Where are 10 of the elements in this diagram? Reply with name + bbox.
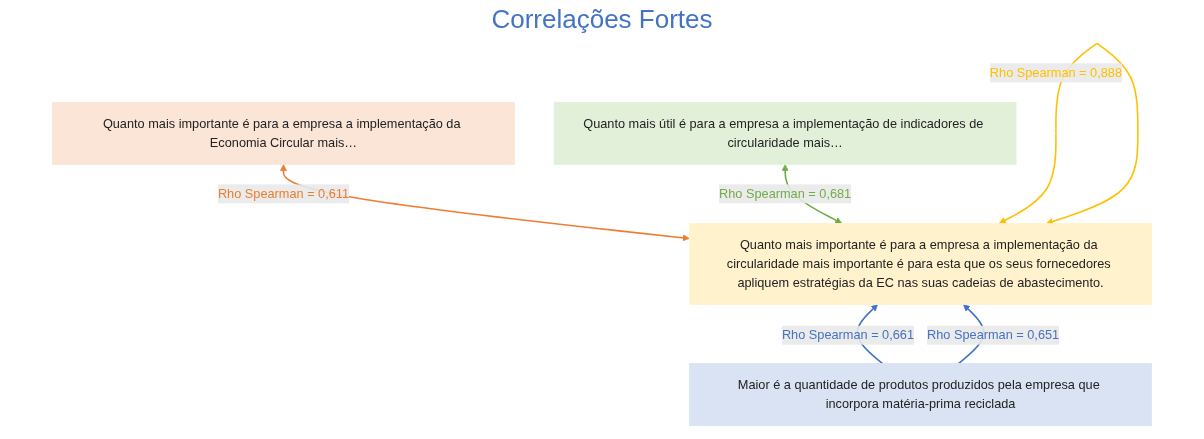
node-box: Quanto mais importante é para a empresa a implementação da circularidade mais importante é para esta que os seus fornecedores apliquem estratégias da EC nas suas cadeias de abastecimento. — [689, 222, 1152, 305]
node-box: Quanto mais útil é para a empresa a implementação de indicadores de circularidade mais… — [553, 101, 1017, 165]
edge-label: Rho Spearman = 0,888 — [989, 65, 1122, 80]
edge-label: Rho Spearman = 0,651 — [927, 328, 1060, 342]
edge-label: Rho Spearman = 0,681 — [719, 186, 852, 201]
edge-label: Rho Spearman = 0,661 — [781, 328, 914, 342]
node-box: Maior é a quantidade de produtos produzidos pela empresa que incorpora matéria-prima reciclada — [689, 363, 1152, 427]
edge-label: Rho Spearman = 0,611 — [217, 186, 350, 201]
diagram-title: Correlações Fortes — [490, 4, 714, 35]
node-box: Quanto mais importante é para a empresa a implementação da Economia Circular mais… — [52, 101, 515, 165]
